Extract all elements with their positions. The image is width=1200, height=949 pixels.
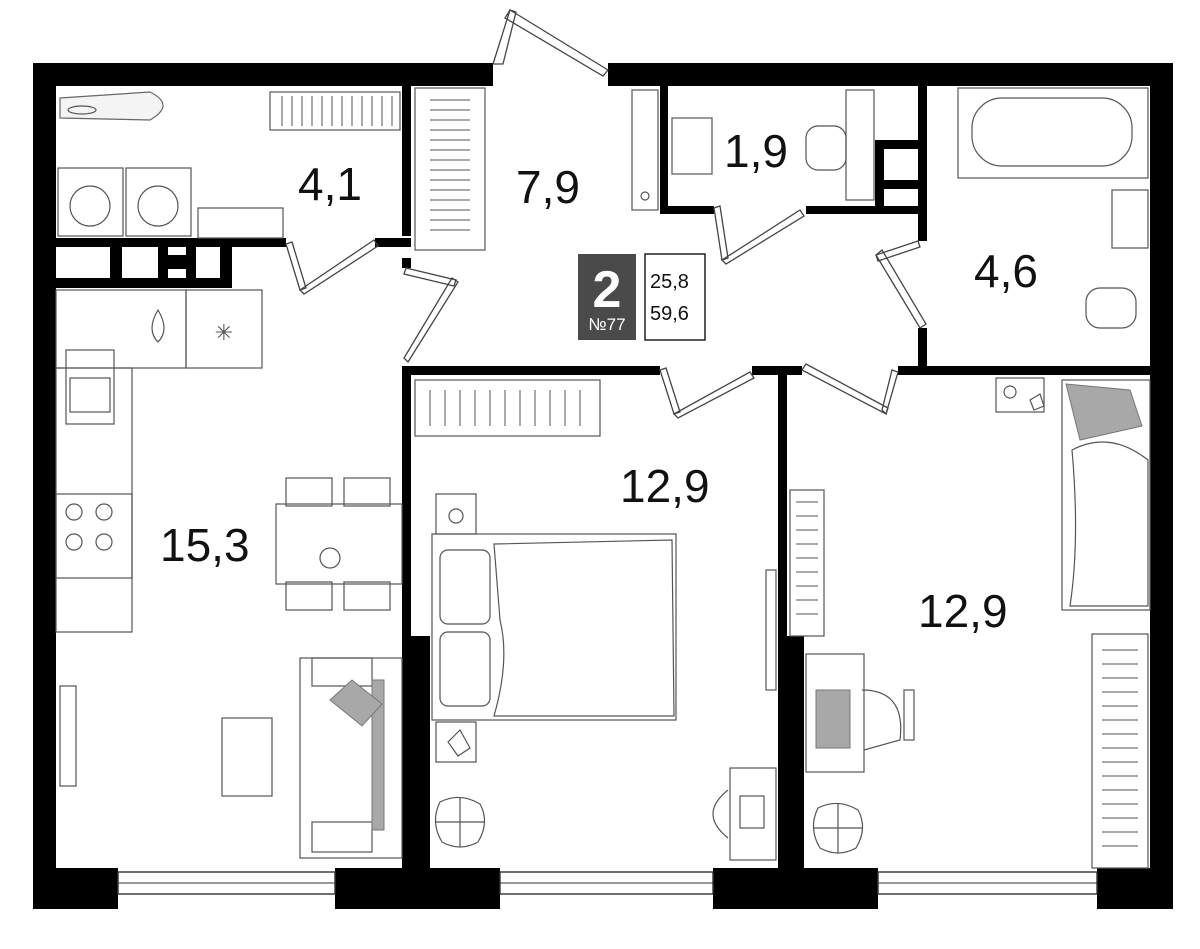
room-labels: 4,1 7,9 1,9 4,6 15,3 12,9 12,9 <box>160 125 1038 637</box>
single-bed-icon <box>1061 379 1151 611</box>
plant-icon-2 <box>812 802 864 854</box>
room-area-hallway: 7,9 <box>516 161 580 213</box>
tv-icon <box>59 685 77 787</box>
living-area: 25,8 <box>650 271 689 293</box>
desk-icon-1 <box>729 767 777 861</box>
bedroom2-wardrobe-icon <box>1091 633 1149 869</box>
windows <box>117 871 1098 895</box>
desk-icon-2 <box>805 653 865 773</box>
room-area-laundry: 4,1 <box>298 158 362 210</box>
room-area-bedroom-1: 12,9 <box>620 460 710 512</box>
apartment-badge: 2 №77 25,8 59,6 <box>578 253 706 341</box>
total-area: 59,6 <box>650 303 689 325</box>
snowflake-icon: ✳ <box>215 321 233 346</box>
room-area-bedroom-2: 12,9 <box>918 585 1008 637</box>
apartment-number: №77 <box>588 315 625 334</box>
room-area-bathroom: 4,6 <box>974 245 1038 297</box>
bathroom-toilet-icon <box>1085 287 1137 329</box>
room-area-toilet: 1,9 <box>724 125 788 177</box>
washing-machine-icon <box>57 167 124 237</box>
room-area-kitchen-living: 15,3 <box>160 519 250 571</box>
bathtub-icon <box>957 87 1149 179</box>
cooktop-icon <box>55 493 133 579</box>
kitchen-sink-icon <box>65 349 115 425</box>
ironing-board-icon <box>59 91 164 121</box>
sink-icon <box>671 117 713 175</box>
rooms-count: 2 <box>593 261 622 319</box>
doors <box>285 9 927 419</box>
wardrobe-icon <box>414 87 486 251</box>
plant-icon-1 <box>434 796 486 848</box>
drying-rack-icon <box>269 91 401 131</box>
water-drop-icon <box>151 308 165 343</box>
shelf-icon <box>789 489 825 637</box>
furniture: ✳ <box>55 87 1151 869</box>
walls <box>33 63 1173 909</box>
dryer-icon <box>125 167 192 237</box>
bedroom1-wardrobe-icon <box>414 379 601 437</box>
rug-icon <box>221 717 273 797</box>
dining-table-icon <box>275 503 403 585</box>
toilet-icon <box>805 125 847 171</box>
bathroom-sink-icon <box>1111 189 1149 249</box>
double-bed-icon <box>431 533 677 721</box>
